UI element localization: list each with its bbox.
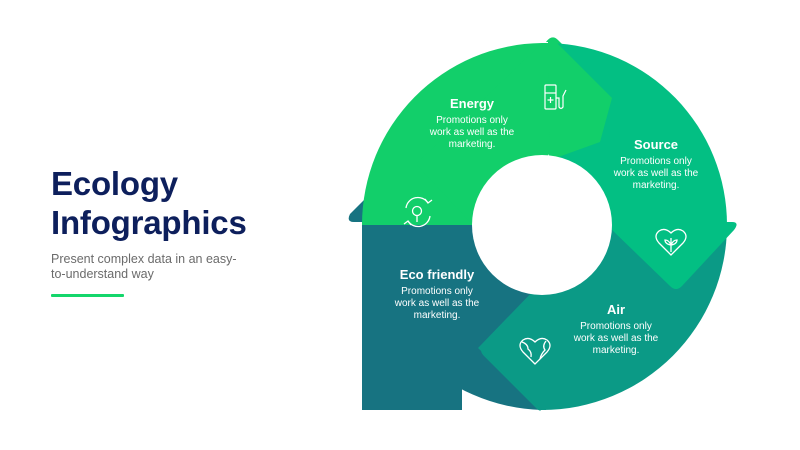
source-desc-2: work as well as the: [613, 168, 699, 179]
subtitle-line-1: Present complex data in an easy-: [51, 252, 237, 266]
air-desc-3: marketing.: [593, 345, 640, 356]
energy-desc-3: marketing.: [449, 139, 496, 150]
page-subtitle: Present complex data in an easy- to-unde…: [51, 252, 251, 282]
heart-globe-icon: [519, 337, 551, 365]
eco-friendly-title: Eco friendly: [400, 267, 475, 282]
heart-plant-icon: [655, 228, 687, 256]
segment-source: [548, 40, 737, 289]
air-desc-1: Promotions only: [580, 321, 652, 332]
title-line-1: Ecology: [51, 165, 178, 202]
energy-title: Energy: [450, 96, 495, 111]
air-desc-2: work as well as the: [573, 333, 659, 344]
eco-friendly-desc-1: Promotions only: [401, 286, 473, 297]
subtitle-line-2: to-understand way: [51, 267, 154, 281]
accent-underline: [51, 294, 124, 297]
eco-friendly-desc-2: work as well as the: [394, 298, 480, 309]
energy-desc-1: Promotions only: [436, 115, 508, 126]
title-line-2: Infographics: [51, 204, 247, 241]
page-title: Ecology Infographics: [51, 164, 311, 242]
fuel-pump-icon: [544, 84, 567, 110]
air-title: Air: [607, 302, 625, 317]
source-desc-1: Promotions only: [620, 156, 692, 167]
source-title: Source: [634, 137, 678, 152]
eco-friendly-desc-3: marketing.: [414, 310, 461, 321]
energy-desc-2: work as well as the: [429, 127, 515, 138]
recycle-tree-icon: [403, 196, 433, 228]
source-desc-3: marketing.: [633, 180, 680, 191]
title-block: Ecology Infographics Present complex dat…: [51, 164, 311, 282]
